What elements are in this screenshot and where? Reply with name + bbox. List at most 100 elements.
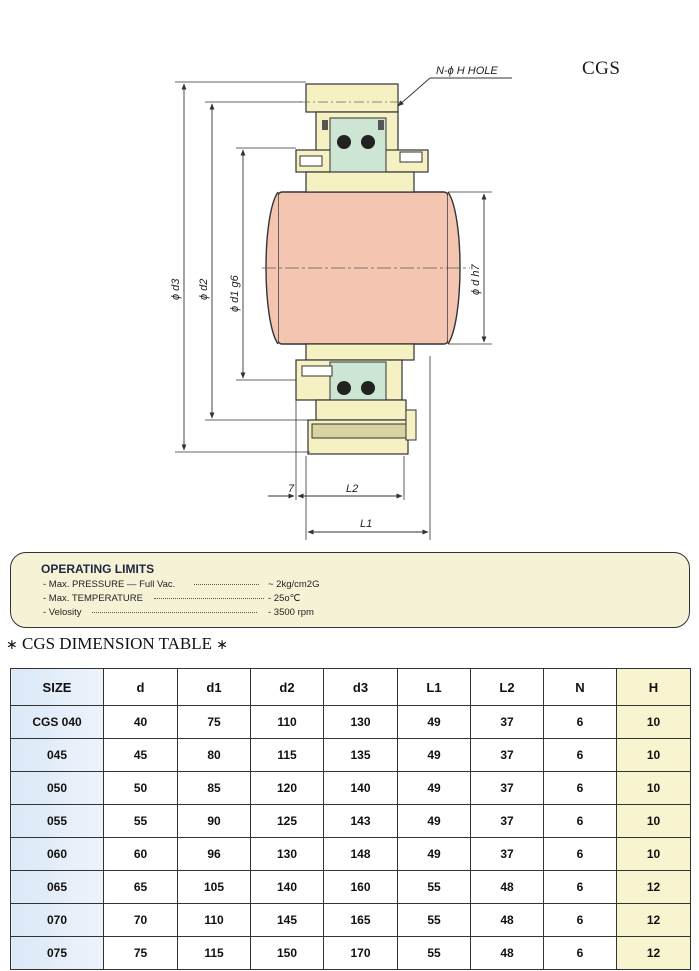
table-cell-l2: 48 <box>470 870 544 904</box>
dimension-d1: ϕ d1 g6 <box>229 147 296 381</box>
star-left: ∗ <box>6 638 18 653</box>
table-cell-d1: 90 <box>177 804 251 838</box>
leader-dots <box>153 597 264 599</box>
table-cell-h: 10 <box>616 705 691 739</box>
table-cell-d2: 115 <box>250 738 324 772</box>
table-cell-d3: 135 <box>323 738 398 772</box>
table-cell-h: 12 <box>616 903 691 937</box>
table-cell-l2: 37 <box>470 804 544 838</box>
label-d1: ϕ d1 g6 <box>229 274 241 312</box>
table-cell-size: 070 <box>10 903 104 937</box>
table-cell-d: 50 <box>103 771 178 805</box>
limit-label: - Velosity <box>43 607 82 618</box>
table-cell-d: 70 <box>103 903 178 937</box>
table-cell-d1: 115 <box>177 936 251 970</box>
dimension-axial: 7 L2 L1 <box>268 356 431 540</box>
table-cell-size: 050 <box>10 771 104 805</box>
dimension-d: ϕ d h7 <box>448 191 492 345</box>
table-cell-size: 045 <box>10 738 104 772</box>
page-code: CGS <box>582 58 621 79</box>
table-cell-d: 75 <box>103 936 178 970</box>
hole-callout: N-ϕ H HOLE <box>397 65 512 107</box>
table-cell-h: 10 <box>616 837 691 871</box>
table-cell-l2: 37 <box>470 837 544 871</box>
table-cell-size: 055 <box>10 804 104 838</box>
column-header-d: d <box>103 668 178 706</box>
label-d2: ϕ d2 <box>198 279 210 300</box>
table-cell-l1: 49 <box>397 771 471 805</box>
table-cell-d3: 165 <box>323 903 398 937</box>
table-cell-size: 060 <box>10 837 104 871</box>
column-header-size: SIZE <box>10 668 104 706</box>
column-header-l2: L2 <box>470 668 544 706</box>
table-cell-d2: 125 <box>250 804 324 838</box>
table-cell-d2: 140 <box>250 870 324 904</box>
table-cell-l1: 49 <box>397 837 471 871</box>
column-header-d2: d2 <box>250 668 324 706</box>
table-cell-n: 6 <box>543 804 617 838</box>
column-header-d1: d1 <box>177 668 251 706</box>
table-cell-n: 6 <box>543 837 617 871</box>
table-cell-n: 6 <box>543 870 617 904</box>
table-cell-l1: 49 <box>397 738 471 772</box>
table-cell-l1: 55 <box>397 870 471 904</box>
table-cell-d: 55 <box>103 804 178 838</box>
lower-seal-assembly <box>295 343 417 455</box>
table-cell-n: 6 <box>543 936 617 970</box>
table-cell-l2: 37 <box>470 771 544 805</box>
table-cell-d1: 80 <box>177 738 251 772</box>
label-L1: L1 <box>360 518 372 530</box>
leader-dots <box>92 611 258 613</box>
table-cell-n: 6 <box>543 903 617 937</box>
table-cell-d3: 143 <box>323 804 398 838</box>
limit-value: - 25o℃ <box>268 593 301 604</box>
table-cell-h: 12 <box>616 936 691 970</box>
table-cell-h: 12 <box>616 870 691 904</box>
leader-dots <box>193 583 259 585</box>
label-d3: ϕ d3 <box>170 278 182 300</box>
table-cell-d: 65 <box>103 870 178 904</box>
label-d: ϕ d h7 <box>470 264 482 295</box>
table-cell-d2: 120 <box>250 771 324 805</box>
limit-row-temperature: - Max. TEMPERATURE - 25o℃ <box>43 593 300 604</box>
column-header-n: N <box>543 668 617 706</box>
dimension-d2: ϕ d2 <box>198 101 316 421</box>
table-cell-d3: 130 <box>323 705 398 739</box>
star-right: ∗ <box>216 638 229 653</box>
dimension-d3: ϕ d3 <box>170 81 310 453</box>
table-cell-d1: 110 <box>177 903 251 937</box>
table-cell-d1: 105 <box>177 870 251 904</box>
table-cell-n: 6 <box>543 738 617 772</box>
limit-label: - Max. TEMPERATURE <box>43 593 143 604</box>
label-offset: 7 <box>288 483 295 495</box>
table-cell-d: 45 <box>103 738 178 772</box>
table-cell-d3: 140 <box>323 771 398 805</box>
label-L2: L2 <box>346 483 358 495</box>
table-cell-l1: 55 <box>397 903 471 937</box>
limit-value: - 3500 rpm <box>268 607 314 618</box>
table-cell-l2: 37 <box>470 705 544 739</box>
limit-row-pressure: - Max. PRESSURE — Full Vac. ~ 2kg/cm2G <box>43 579 319 590</box>
table-cell-size: 075 <box>10 936 104 970</box>
table-cell-d: 40 <box>103 705 178 739</box>
column-header-l1: L1 <box>397 668 471 706</box>
limit-label: - Max. PRESSURE — Full Vac. <box>43 579 176 590</box>
table-cell-d3: 170 <box>323 936 398 970</box>
label-hole: N-ϕ H HOLE <box>436 65 498 77</box>
dimension-table-title-text: CGS DIMENSION TABLE <box>21 634 213 653</box>
table-cell-size: CGS 040 <box>10 705 104 739</box>
table-cell-l1: 49 <box>397 804 471 838</box>
table-cell-d2: 150 <box>250 936 324 970</box>
table-cell-d1: 96 <box>177 837 251 871</box>
table-cell-l2: 48 <box>470 903 544 937</box>
operating-limits-panel: OPERATING LIMITS - Max. PRESSURE — Full … <box>10 552 690 628</box>
operating-limits-title: OPERATING LIMITS <box>41 562 155 576</box>
